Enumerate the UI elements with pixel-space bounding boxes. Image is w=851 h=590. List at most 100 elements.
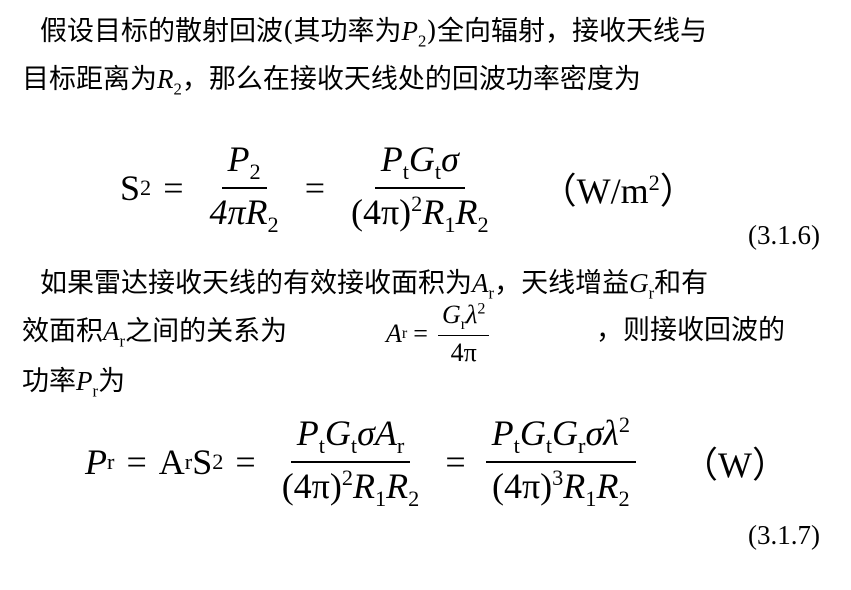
unit-text: （W/m	[540, 171, 649, 212]
superscript: 2	[477, 300, 486, 318]
superscript: 3	[552, 465, 564, 491]
subscript: 2	[267, 212, 279, 238]
superscript: 2	[341, 465, 353, 491]
text-segment: 假设目标的散射回波(其功率为	[40, 16, 402, 47]
paragraph2-line2: 效面积Ar之间的关系为	[22, 314, 287, 358]
formula-lhs: S	[120, 168, 141, 209]
variable: R	[386, 466, 409, 507]
subscript: 2	[173, 79, 182, 99]
paragraph1-line2: 目标距离为R2，那么在接收天线处的回波功率密度为	[22, 62, 641, 106]
variable: A	[386, 319, 402, 349]
text-segment: ，则接收回波的	[596, 315, 785, 346]
fraction-numerator: PtGtσAr	[290, 412, 411, 464]
variable: R	[422, 192, 445, 233]
variable-r: R	[157, 64, 174, 94]
variable: G	[552, 413, 579, 453]
inline-fraction: Grλ2 4π	[437, 300, 490, 368]
subscript: r	[401, 325, 408, 343]
subscript: 1	[444, 212, 456, 238]
superscript: 2	[411, 191, 423, 217]
fraction-denominator: 4πR2	[204, 189, 285, 238]
equals-sign: =	[445, 442, 466, 483]
variable: G	[441, 300, 461, 329]
subscript: r	[92, 381, 99, 401]
variable: P	[296, 413, 319, 453]
fraction-numerator: PtGtσ	[374, 138, 465, 190]
subscript: 2	[477, 212, 489, 238]
variable: R	[353, 466, 375, 507]
variable: σ	[441, 139, 459, 179]
subscript: 2	[418, 31, 427, 51]
subscript: t	[402, 159, 409, 185]
text-segment: 为	[98, 366, 126, 397]
fraction-numerator: P2	[221, 138, 267, 190]
subscript: t	[318, 433, 325, 459]
variable: P	[380, 139, 403, 179]
variable: P	[491, 413, 514, 453]
subscript: 2	[618, 486, 630, 512]
equals-sign: =	[163, 168, 184, 209]
paragraph2-line2-tail: ，则接收回波的	[596, 314, 785, 348]
variable-p: P	[401, 16, 419, 46]
fraction-1: P2 4πR2	[204, 138, 285, 238]
subscript: 2	[408, 486, 420, 512]
variable: G	[324, 413, 351, 453]
equation-number: (3.1.7)	[748, 520, 820, 550]
fraction-denominator: 4π	[450, 338, 477, 368]
subscript: t	[350, 433, 358, 459]
variable: S	[192, 442, 213, 483]
subscript: r	[396, 433, 405, 459]
variable: G	[408, 139, 435, 179]
paragraph1-line1: 假设目标的散射回波(其功率为P2)全向辐射，接收天线与	[40, 14, 707, 58]
term: (4π)	[491, 466, 553, 507]
term: (4π)	[281, 466, 342, 507]
subscript: r	[119, 331, 126, 351]
fraction-1: PtGtσAr (4π)2R1R2	[276, 412, 426, 512]
variable-p: P	[76, 366, 93, 396]
equals-sign: =	[304, 168, 325, 209]
fraction-denominator: (4π)2R1R2	[276, 463, 426, 512]
superscript: 2	[618, 412, 630, 437]
paragraph2-line3: 功率Pr为	[22, 364, 125, 408]
equals-sign: =	[235, 442, 256, 483]
subscript: 1	[375, 486, 387, 512]
variable: R	[563, 466, 586, 507]
equals-sign: =	[413, 319, 428, 349]
text-segment: 如果雷达接收天线的有效接收面积为	[40, 268, 472, 299]
superscript: 2	[648, 170, 660, 196]
subscript: 2	[249, 159, 261, 185]
subscript: 2	[140, 175, 152, 201]
fraction-denominator: (4π)3R1R2	[486, 463, 636, 512]
variable: R	[455, 192, 478, 233]
text-segment: 和有	[654, 268, 709, 299]
subscript: t	[434, 159, 442, 185]
term: (4π)	[351, 192, 412, 233]
equals-sign: =	[126, 442, 147, 483]
subscript: r	[648, 283, 655, 303]
fraction-denominator: (4π)2R1R2	[345, 189, 495, 238]
subscript: r	[107, 449, 115, 475]
unit-label: （W/m2）	[541, 162, 696, 214]
text-segment: 效面积	[22, 316, 103, 347]
text-segment: 之间的关系为	[125, 316, 288, 347]
subscript: 1	[585, 486, 597, 512]
fraction-numerator: Grλ2	[437, 300, 490, 337]
variable: σA	[357, 413, 397, 453]
fraction-2: PtGtGrσλ2 (4π)3R1R2	[485, 412, 636, 512]
subscript: r	[184, 449, 193, 475]
paragraph2-line1: 如果雷达接收天线的有效接收面积为Ar，天线增益Gr和有	[40, 266, 708, 310]
variable: σλ	[585, 413, 619, 453]
variable: P	[227, 139, 250, 179]
variable: A	[158, 442, 185, 483]
text-segment: )全向辐射，接收天线与	[426, 16, 707, 47]
equation-number: (3.1.6)	[748, 220, 820, 250]
text-segment: ，天线增益	[494, 268, 630, 299]
unit-label: （W）	[681, 445, 788, 486]
subscript: r	[460, 316, 467, 334]
variable: 4πR	[209, 192, 268, 233]
subscript: r	[578, 433, 586, 459]
text-segment: 功率	[22, 366, 76, 397]
